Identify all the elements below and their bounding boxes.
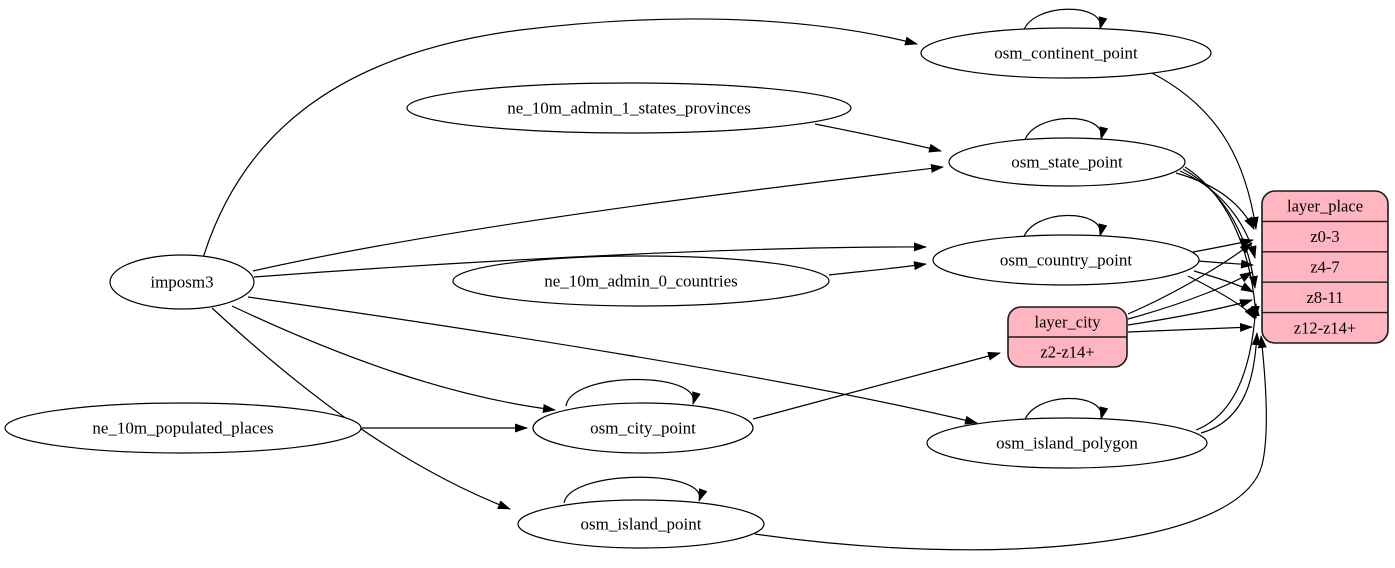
- node-label-osm_country_point: osm_country_point: [1000, 251, 1132, 270]
- node-osm_state_point: osm_state_point: [948, 137, 1186, 187]
- node-label-ne_10m_populated_places: ne_10m_populated_places: [92, 419, 273, 438]
- edge-osm_city_point-layer_city-z2-z14+: [752, 351, 1001, 420]
- node-osm_continent_point: osm_continent_point: [920, 27, 1212, 79]
- edge-ne_10m_admin_0_countries-osm_country_point: [828, 261, 927, 276]
- edge-imposm3-osm_city_point: [231, 305, 556, 413]
- node-ellipse-ne_10m_admin_1_states_provinces: [406, 82, 852, 134]
- edge-osm_island_point-layer_place-z12-z14+: [754, 335, 1267, 551]
- edge-layer_city-layer_place-z12-z14+: [1127, 322, 1253, 333]
- node-label-ne_10m_admin_1_states_provinces: ne_10m_admin_1_states_provinces: [507, 99, 751, 118]
- record-row-layer_place-z4-7: z4-7: [1310, 258, 1339, 277]
- self-loop-osm_country_point: [1022, 214, 1108, 241]
- record-layer_city: layer_city z2-z14+: [1007, 306, 1128, 368]
- edge-layer_city-layer_place-z4-7: [1127, 271, 1253, 320]
- node-osm_island_polygon: osm_island_polygon: [926, 417, 1208, 469]
- self-loop-osm_island_point: [563, 476, 708, 504]
- edge-layer_city-layer_place-z8-11: [1127, 299, 1253, 326]
- node-ellipse-osm_island_point: [517, 499, 765, 549]
- node-label-osm_island_polygon: osm_island_polygon: [996, 434, 1138, 453]
- record-row-layer_place-z12-z14+: z12-z14+: [1294, 318, 1356, 337]
- node-ne_10m_admin_1_states_provinces: ne_10m_admin_1_states_provinces: [406, 82, 852, 134]
- node-label-osm_state_point: osm_state_point: [1011, 153, 1123, 172]
- node-ellipse-ne_10m_admin_0_countries: [452, 255, 830, 307]
- record-row-layer_place-z0-3: z0-3: [1310, 227, 1339, 246]
- edge-osm_state_point-layer_place-z4-7: [1179, 170, 1257, 259]
- self-loop-osm_continent_point: [1022, 8, 1108, 34]
- record-layer_place: layer_place z0-3 z4-7 z8-11 z12-z14+: [1261, 190, 1389, 344]
- node-ne_10m_populated_places: ne_10m_populated_places: [4, 402, 362, 454]
- self-loop-osm_city_point: [565, 378, 701, 407]
- node-imposm3: imposm3: [109, 254, 255, 310]
- edge-osm_country_point-layer_place-z4-7: [1197, 259, 1254, 269]
- edge-imposm3-osm_continent_point: [202, 18, 918, 259]
- node-ellipse-osm_city_point: [532, 402, 754, 454]
- record-row-layer_place-z8-11: z8-11: [1307, 288, 1344, 307]
- self-loop-osm_state_point: [1023, 117, 1109, 144]
- node-osm_country_point: osm_country_point: [932, 234, 1200, 286]
- node-ellipse-ne_10m_populated_places: [4, 402, 362, 454]
- node-label-osm_continent_point: osm_continent_point: [994, 44, 1138, 63]
- edge-imposm3-osm_state_point: [252, 163, 944, 272]
- edge-osm_island_polygon-layer_place-z8-11: [1195, 303, 1260, 431]
- node-label-osm_island_point: osm_island_point: [581, 515, 702, 534]
- node-label-osm_city_point: osm_city_point: [590, 419, 696, 438]
- edge-osm_state_point-layer_place-z12-z14+: [1184, 166, 1260, 319]
- node-ellipse-osm_country_point: [932, 234, 1200, 286]
- edge-osm_state_point-layer_place-z8-11: [1182, 168, 1258, 289]
- nodes-layer: imposm3 ne_10m_admin_1_states_provincesne…: [4, 27, 1389, 549]
- node-ellipse-osm_state_point: [948, 137, 1186, 187]
- self-loop-osm_island_polygon: [1023, 397, 1109, 424]
- node-label-ne_10m_admin_0_countries: ne_10m_admin_0_countries: [544, 272, 738, 291]
- edge-osm_country_point-layer_place-z0-3: [1192, 238, 1254, 253]
- edge-ne_10m_admin_1_states_provinces-osm_state_point: [814, 123, 942, 153]
- node-ellipse-osm_island_polygon: [926, 417, 1208, 469]
- record-header-layer_city: layer_city: [1035, 313, 1102, 332]
- edge-layer_city-layer_place-z0-3: [1127, 242, 1253, 315]
- record-header-layer_place: layer_place: [1287, 197, 1363, 216]
- edge-osm_state_point-layer_place-z0-3: [1175, 172, 1255, 230]
- node-osm_island_point: osm_island_point: [517, 499, 765, 549]
- node-ellipse-imposm3: [109, 254, 255, 310]
- edge-imposm3-osm_country_point: [253, 242, 927, 278]
- record-box-layer_place: [1261, 190, 1389, 344]
- edge-osm_country_point-layer_place-z12-z14+: [1187, 275, 1256, 320]
- edge-imposm3-osm_island_polygon: [247, 296, 978, 425]
- edge-osm_country_point-layer_place-z8-11: [1193, 270, 1254, 293]
- node-osm_city_point: osm_city_point: [532, 402, 754, 454]
- node-label-imposm3: imposm3: [150, 273, 213, 292]
- node-ne_10m_admin_0_countries: ne_10m_admin_0_countries: [452, 255, 830, 307]
- edge-osm_continent_point-layer_place-z0-3: [1149, 71, 1259, 230]
- record-row-layer_city-z2-z14+: z2-z14+: [1040, 343, 1094, 362]
- node-ellipse-osm_continent_point: [920, 27, 1212, 79]
- edge-osm_island_polygon-layer_place-z12-z14+: [1200, 332, 1261, 434]
